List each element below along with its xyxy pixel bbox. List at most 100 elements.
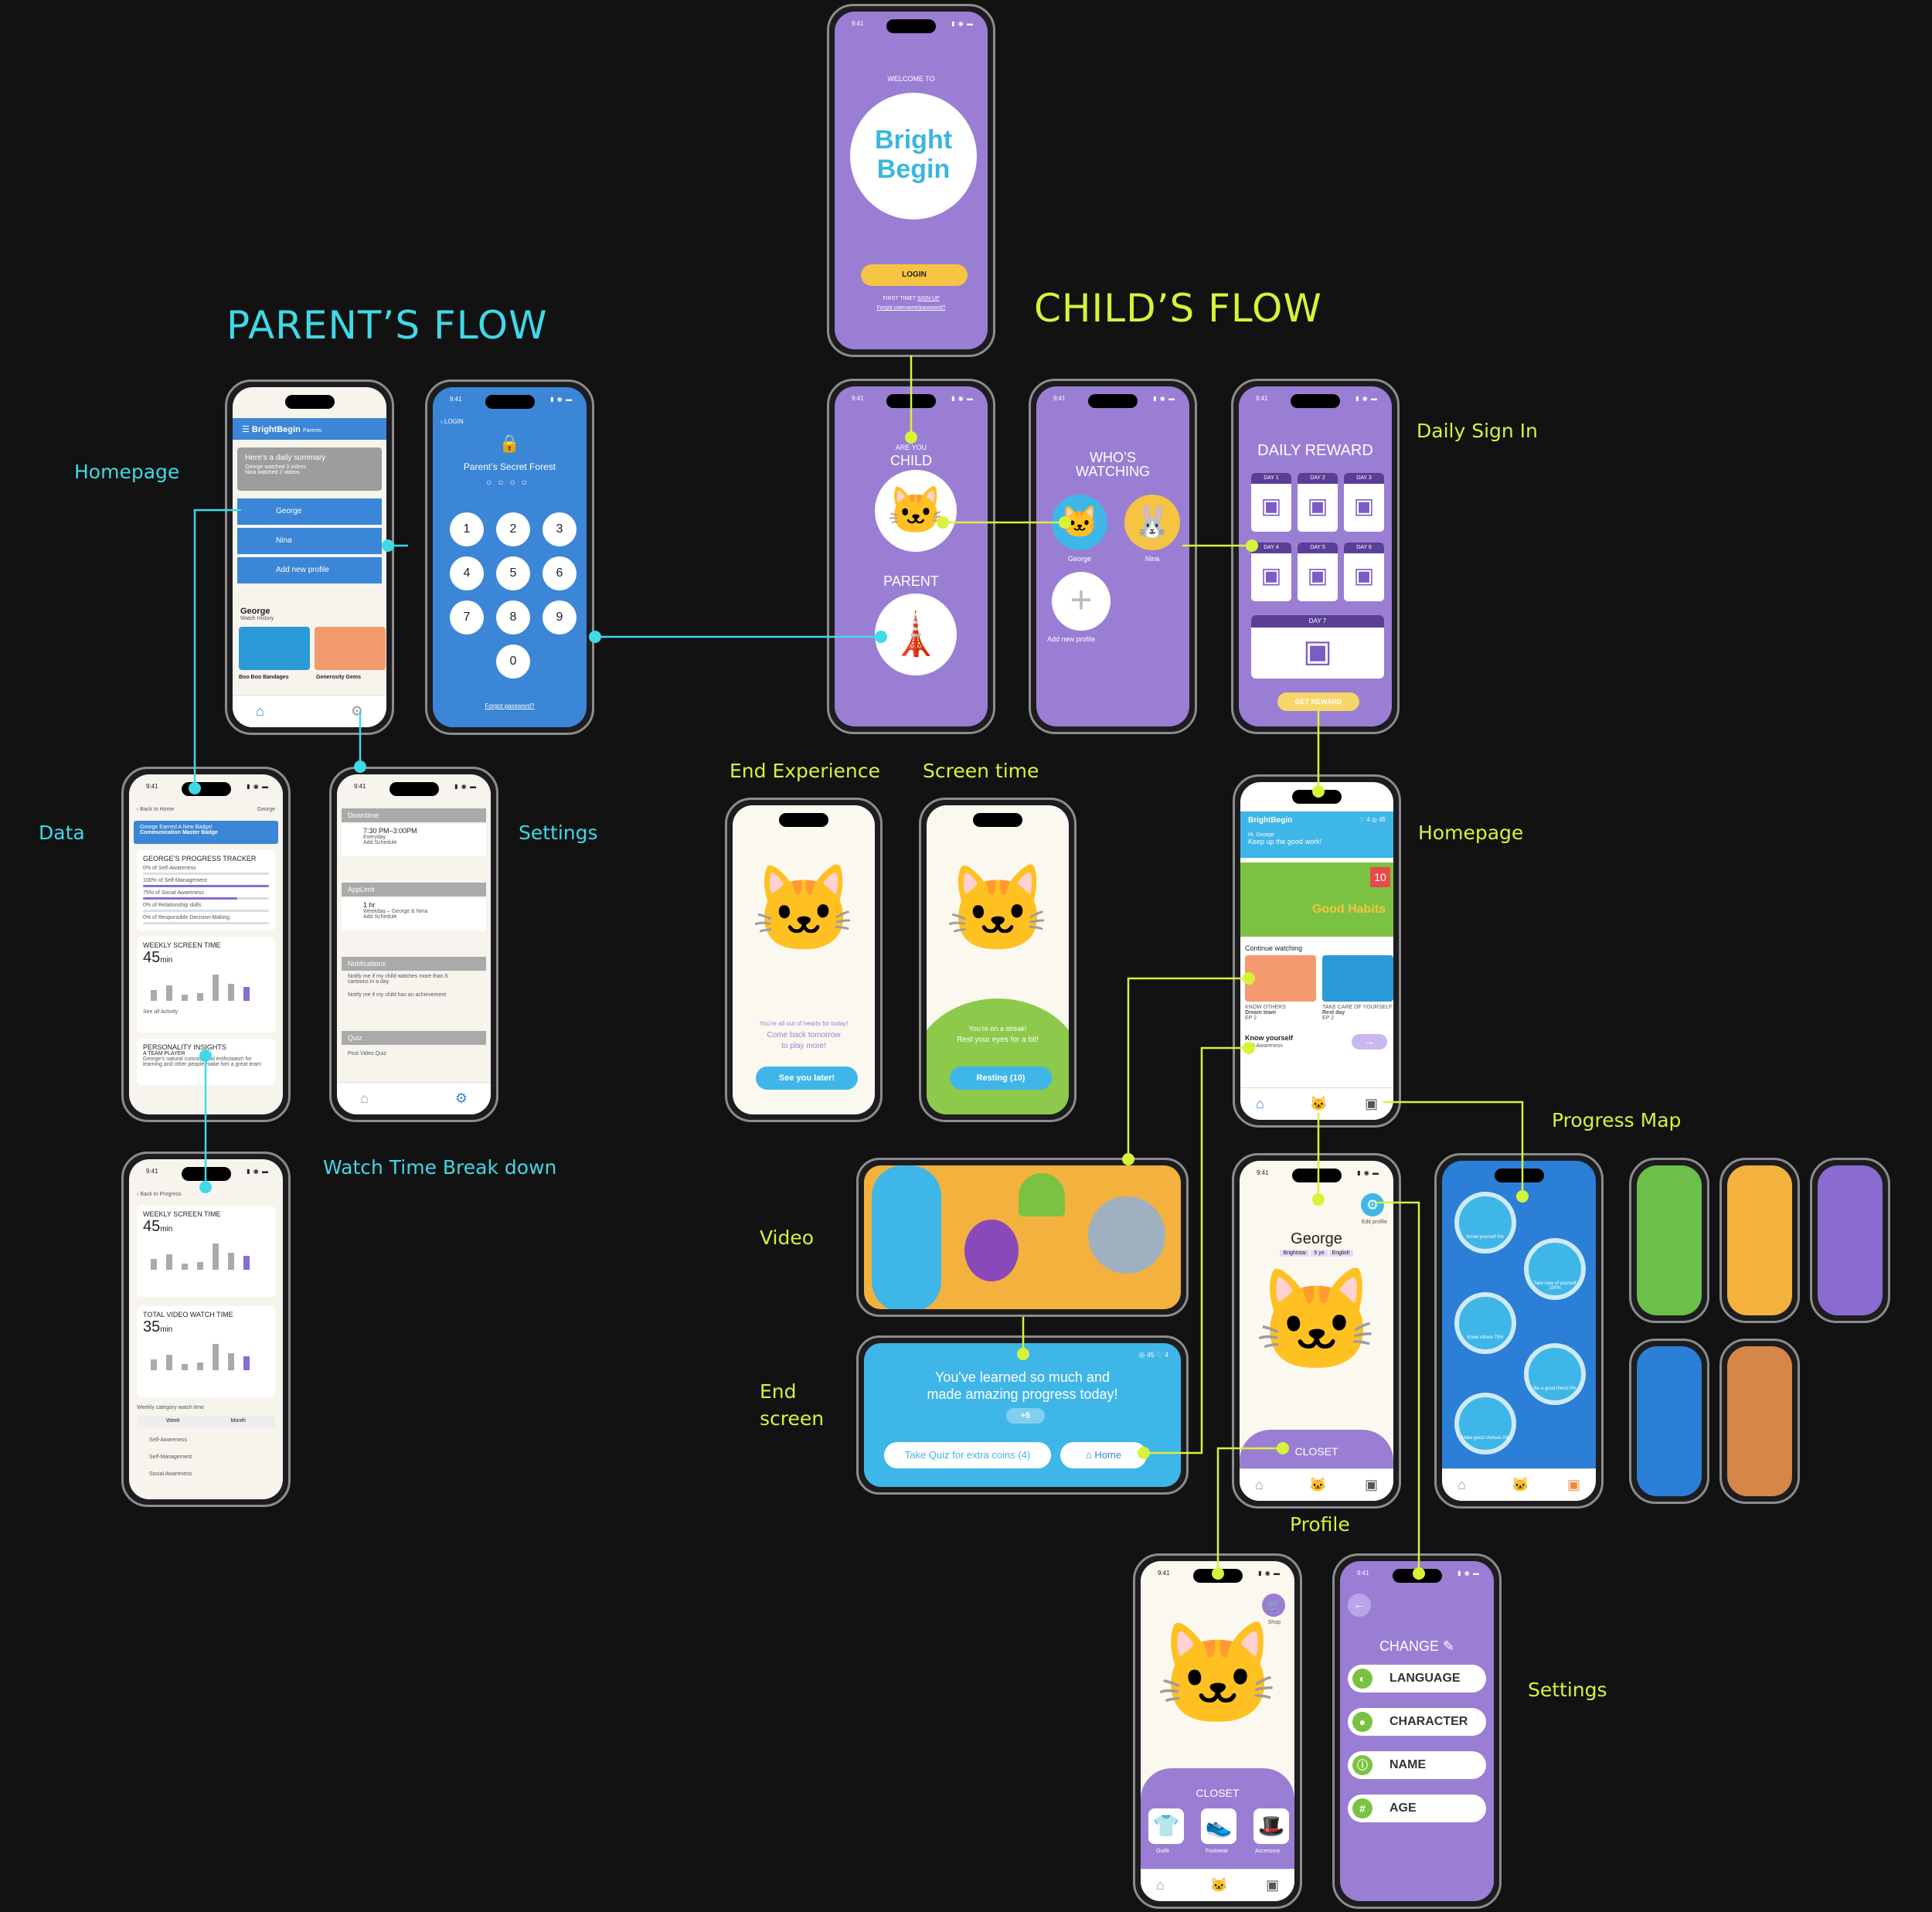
keypad-key-7[interactable]: 7 — [450, 600, 484, 634]
back-to-progress-link[interactable]: ‹ Back to Progress — [137, 1192, 182, 1197]
closet-drawer-tab[interactable]: CLOSET — [1240, 1430, 1393, 1471]
home-icon[interactable]: ⌂ — [256, 703, 264, 719]
keypad-key-9[interactable]: 9 — [543, 600, 577, 634]
cat-icon[interactable]: 🐱 — [1310, 1096, 1328, 1111]
language-setting[interactable]: ◐LANGUAGE — [1348, 1665, 1486, 1693]
featured-banner[interactable]: Good Habits 10 — [1240, 862, 1393, 937]
treasure-icon[interactable]: ▣ — [1364, 1477, 1378, 1492]
keypad-key-1[interactable]: 1 — [450, 512, 484, 546]
cat-mascot-resting: 🐱 — [944, 862, 1051, 957]
bright-begin-logo: Bright Begin — [850, 93, 977, 219]
map-node[interactable]: Know others 75% — [1454, 1292, 1516, 1354]
tracker-item: 0% of Responsible Decision-Making — [143, 915, 230, 920]
age-setting[interactable]: #AGE — [1348, 1795, 1486, 1822]
home-icon[interactable]: ⌂ — [1256, 1096, 1264, 1111]
continue-thumb-2[interactable] — [1322, 955, 1393, 1002]
keypad-key-5[interactable]: 5 — [496, 556, 530, 590]
edit-profile-gear-icon[interactable]: ⚙ — [1361, 1193, 1384, 1216]
reward-day-5[interactable]: DAY 5▣ — [1298, 543, 1338, 601]
accessory-category[interactable]: 🎩 — [1253, 1808, 1289, 1844]
home-icon[interactable]: ⌂ — [360, 1090, 369, 1106]
post-quiz-row[interactable]: Post Video Quiz — [348, 1051, 387, 1056]
daily-summary-card: Here’s a daily summary George watched 3 … — [237, 447, 382, 491]
map-world-desert[interactable] — [1719, 1158, 1800, 1323]
keypad-key-4[interactable]: 4 — [450, 556, 484, 590]
profile-row-george[interactable]: George — [237, 498, 382, 525]
child-avatar-button[interactable]: 🐱 — [875, 470, 957, 552]
connector-dot — [199, 1050, 212, 1062]
nina-profile-button[interactable]: 🐰 — [1124, 495, 1180, 550]
character-setting[interactable]: ●CHARACTER — [1348, 1708, 1486, 1736]
parent-lighthouse-button[interactable]: 🗼 — [875, 594, 957, 675]
video-thumb-2[interactable] — [315, 627, 386, 670]
treasure-icon[interactable]: ▣ — [1566, 1477, 1580, 1492]
map-world-snow[interactable] — [1629, 1339, 1709, 1504]
week-bar — [243, 987, 250, 1001]
take-quiz-button[interactable]: Take Quiz for extra coins (4) — [884, 1442, 1051, 1468]
keypad-key-2[interactable]: 2 — [496, 512, 530, 546]
map-node[interactable]: Make good choices 0% — [1454, 1393, 1516, 1454]
continue-thumb-1[interactable] — [1245, 955, 1316, 1002]
settings-nav: ⌂ ⚙ — [337, 1082, 491, 1114]
gear-icon[interactable]: ⚙ — [350, 703, 363, 719]
outfit-category[interactable]: 👕 — [1148, 1808, 1184, 1844]
gear-icon[interactable]: ⚙ — [454, 1090, 468, 1106]
shop-cart-icon[interactable]: 🛒 — [1262, 1594, 1285, 1617]
cat-icon[interactable]: 🐱 — [1512, 1477, 1529, 1492]
know-yourself-arrow-button[interactable]: → — [1352, 1034, 1387, 1050]
reward-day-4[interactable]: DAY 4▣ — [1251, 543, 1291, 601]
home-icon[interactable]: ⌂ — [1156, 1877, 1165, 1893]
login-back-button[interactable]: ‹ LOGIN — [440, 418, 464, 425]
map-world-autumn[interactable] — [1719, 1339, 1800, 1504]
reward-day-1[interactable]: DAY 1▣ — [1251, 473, 1291, 532]
map-world-castle[interactable] — [1810, 1158, 1890, 1323]
reward-day-3[interactable]: DAY 3▣ — [1344, 473, 1384, 532]
add-profile-button[interactable]: + — [1052, 572, 1111, 631]
profile-row-add[interactable]: Add new profile — [237, 557, 382, 583]
notify-row-2[interactable]: Notify me if my child has an achievement — [348, 992, 447, 998]
connector-dot — [1277, 1442, 1289, 1454]
see-you-later-button[interactable]: See you later! — [756, 1067, 858, 1090]
keypad-key-6[interactable]: 6 — [543, 556, 577, 590]
reward-day-6[interactable]: DAY 6▣ — [1344, 543, 1384, 601]
footwear-category[interactable]: 👟 — [1201, 1808, 1236, 1844]
cat-icon[interactable]: 🐱 — [1210, 1877, 1228, 1893]
keypad-key-8[interactable]: 8 — [496, 600, 530, 634]
login-button[interactable]: LOGIN — [861, 264, 968, 286]
login-title: Parent’s Secret Forest — [463, 461, 556, 472]
label-profile: Profile — [1290, 1513, 1350, 1536]
profile-nav: ⌂ 🐱 ▣ — [1240, 1468, 1393, 1501]
map-world-green[interactable] — [1629, 1158, 1709, 1323]
map-node[interactable]: Take care of yourself 100% — [1524, 1238, 1586, 1300]
treasure-icon[interactable]: ▣ — [1364, 1096, 1378, 1111]
reward-day-2[interactable]: DAY 2▣ — [1298, 473, 1338, 532]
notify-row-1[interactable]: Notify me if my child watches more than … — [348, 974, 448, 985]
back-arrow-icon[interactable]: ← — [1348, 1594, 1371, 1617]
connector-dot — [1122, 1153, 1134, 1165]
map-node[interactable]: Be a good friend 0% — [1524, 1343, 1586, 1405]
weekly-bar-chart — [151, 975, 250, 1001]
resting-button[interactable]: Resting (10) — [950, 1067, 1052, 1090]
get-reward-button[interactable]: GET REWARD — [1277, 692, 1359, 711]
treasure-icon[interactable]: ▣ — [1265, 1877, 1279, 1893]
forgot-password-link[interactable]: Forgot password? — [485, 703, 535, 709]
back-to-home-link[interactable]: ‹ Back to Home — [137, 807, 175, 812]
profile-row-nina[interactable]: Nina — [237, 528, 382, 554]
video-thumb-1[interactable] — [239, 627, 310, 670]
home-button[interactable]: ⌂ Home — [1060, 1442, 1147, 1468]
forgot-link[interactable]: Forgot username/password? — [876, 305, 946, 311]
child-selector[interactable]: George — [257, 807, 275, 812]
home-icon[interactable]: ⌂ — [1255, 1477, 1264, 1492]
keypad-key-3[interactable]: 3 — [543, 512, 577, 546]
home-icon[interactable]: ⌂ — [1458, 1477, 1466, 1492]
sign-up-link[interactable]: FIRST TIME? SIGN UP — [883, 296, 940, 301]
keypad-key-0[interactable]: 0 — [496, 645, 530, 679]
map-node[interactable]: Know yourself 0% — [1454, 1192, 1516, 1254]
cat-icon[interactable]: 🐱 — [1309, 1477, 1327, 1492]
see-all-activity-link[interactable]: See all Activity — [143, 1009, 179, 1015]
